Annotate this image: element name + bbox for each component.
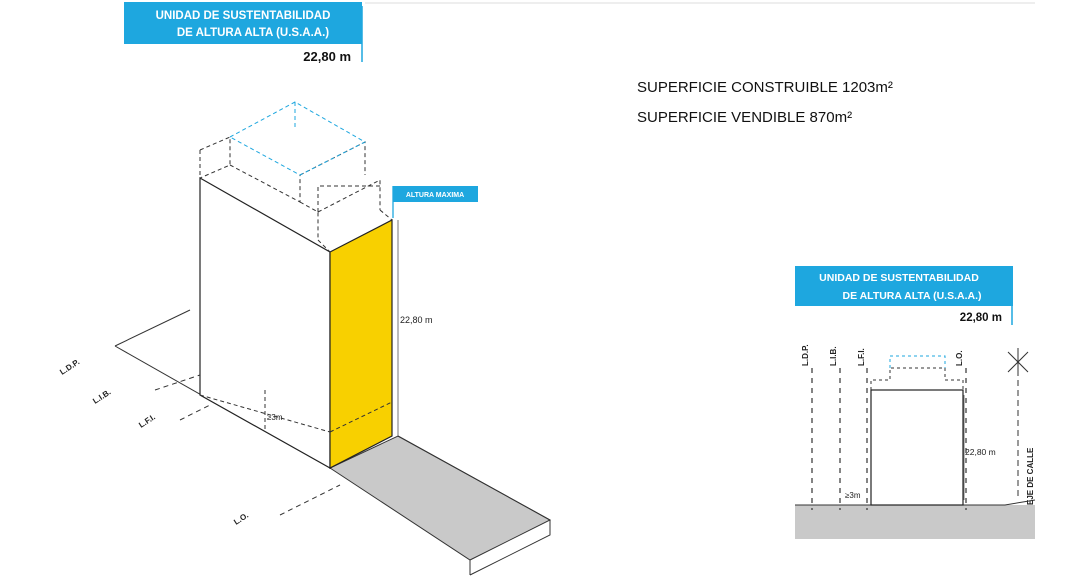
axon-label-ldp: L.D.P. (58, 357, 81, 376)
section-reference-lines (811, 368, 967, 510)
section-building (870, 389, 964, 506)
top-title-box: UNIDAD DE SUSTENTABILIDAD DE ALTURA ALTA… (124, 2, 363, 64)
top-height-label: 22,80 m (303, 49, 351, 64)
plot-back-edge (114, 309, 191, 347)
max-volume-outline (228, 101, 367, 176)
street-axis-icon (1007, 348, 1029, 376)
axonometric-view: ALTURA MAXIMA 22,80 m ≥3m L.D.P. L.I.B. … (58, 101, 552, 576)
sidewalk (328, 435, 552, 561)
max-height-tag-text: ALTURA MAXIMA (406, 192, 464, 199)
sellable-area: SUPERFICIE VENDIBLE 870m² (637, 109, 853, 126)
section-max-volume (889, 355, 946, 368)
section-label-ldp: L.D.P. (801, 344, 810, 366)
section-setback-label: ≥3m (845, 491, 861, 500)
section-view: L.D.P. L.I.B. L.F.I. L.O. EJE DE CALLE 2… (795, 344, 1036, 539)
section-setbacks (870, 367, 964, 390)
building-front-face (329, 219, 393, 469)
section-title-line1: UNIDAD DE SUSTENTABILIDAD (819, 272, 979, 284)
section-ground (795, 505, 1035, 539)
section-label-lo: L.O. (955, 350, 964, 366)
section-title-line2: DE ALTURA ALTA (U.S.A.A.) (842, 290, 981, 302)
curb (397, 435, 551, 576)
section-height-dim-label: 22,80 m (965, 447, 996, 457)
section-title-box: UNIDAD DE SUSTENTABILIDAD DE ALTURA ALTA… (795, 266, 1013, 325)
section-label-lfi: L.F.I. (857, 348, 866, 366)
axon-label-lib: L.I.B. (91, 387, 112, 405)
section-label-lib: L.I.B. (829, 346, 838, 366)
top-title-background (124, 2, 362, 44)
axon-label-lo: L.O. (232, 511, 250, 527)
section-height-label: 22,80 m (960, 312, 1002, 324)
axon-setback-label: ≥3m (267, 413, 283, 422)
ground-line (795, 499, 1036, 506)
top-title-line1: UNIDAD DE SUSTENTABILIDAD (156, 10, 331, 22)
buildable-area: SUPERFICIE CONSTRUIBLE 1203m² (637, 79, 893, 96)
max-height-tag (393, 186, 478, 202)
axon-label-lfi: L.F.I. (137, 412, 157, 429)
street-axis-label: EJE DE CALLE (1026, 447, 1035, 505)
reference-lines (154, 374, 341, 516)
top-title-line2: DE ALTURA ALTA (U.S.A.A.) (177, 27, 329, 39)
axon-height-label: 22,80 m (400, 315, 433, 325)
section-title-background (795, 266, 1013, 306)
building-left-face (199, 176, 331, 470)
